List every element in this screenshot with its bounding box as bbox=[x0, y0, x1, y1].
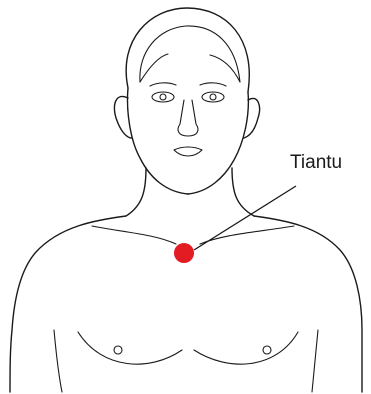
pupil-right bbox=[210, 94, 216, 100]
chest-right bbox=[194, 332, 298, 364]
neck-left bbox=[126, 168, 146, 216]
label-leader-line bbox=[194, 186, 296, 250]
shoulder-right bbox=[254, 216, 362, 392]
chest-left bbox=[78, 332, 182, 364]
mouth bbox=[174, 147, 202, 156]
eyebrow-left bbox=[150, 83, 176, 86]
face-right bbox=[188, 92, 248, 194]
clavicle-right bbox=[200, 226, 294, 244]
armpit-right bbox=[312, 330, 318, 392]
tiantu-label: Tiantu bbox=[290, 152, 342, 173]
nipple-right bbox=[263, 346, 271, 354]
nipple-left bbox=[114, 346, 122, 354]
neck-right bbox=[232, 168, 254, 216]
ear-left bbox=[115, 96, 133, 138]
shoulder-left bbox=[10, 216, 126, 392]
ear-right bbox=[244, 98, 260, 138]
eyebrow-right bbox=[200, 83, 226, 86]
pupil-left bbox=[160, 94, 166, 100]
hair-strands bbox=[140, 54, 240, 82]
tiantu-acupoint-marker bbox=[174, 243, 194, 263]
hairline bbox=[140, 26, 240, 82]
nose bbox=[178, 100, 198, 136]
armpit-left bbox=[54, 330, 62, 392]
face-left bbox=[128, 88, 189, 194]
clavicle-left bbox=[92, 226, 176, 244]
